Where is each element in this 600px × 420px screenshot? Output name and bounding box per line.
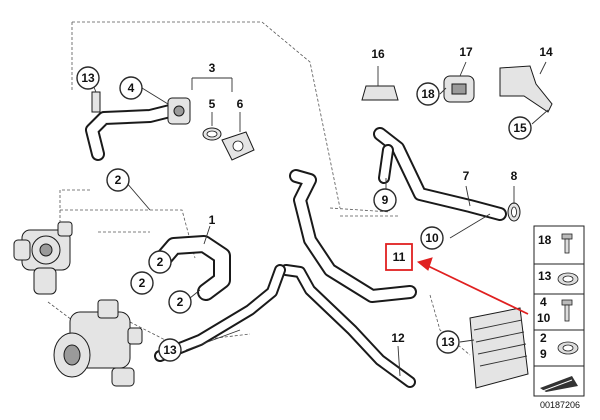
hose-9-long xyxy=(289,169,417,303)
hose-11 xyxy=(280,264,416,388)
highlight-group xyxy=(385,243,529,315)
leader-lines xyxy=(89,61,549,377)
callout-2a: 2 xyxy=(106,168,130,192)
coolant-pump xyxy=(13,221,73,295)
legend-row2-label: 13 xyxy=(538,269,552,283)
callout-2c: 2 xyxy=(130,271,154,295)
callout-7: 7 xyxy=(463,169,470,183)
callout-3: 3 xyxy=(209,61,216,75)
callout-13a-label: 13 xyxy=(81,71,95,85)
callout-12: 12 xyxy=(391,331,405,345)
callout-1: 1 xyxy=(209,213,216,227)
callout-13b-label: 13 xyxy=(163,343,177,357)
callout-15-label: 15 xyxy=(513,121,527,135)
callout-18: 18 xyxy=(416,82,440,106)
callout-16: 16 xyxy=(371,47,385,61)
o-ring-8 xyxy=(507,202,521,222)
highlight-arrow-head xyxy=(416,257,433,271)
callout-7-label: 7 xyxy=(463,169,470,183)
hose-7 xyxy=(373,127,507,221)
callout-6: 6 xyxy=(237,97,244,111)
legend-row4b-label: 9 xyxy=(540,347,547,361)
callout-4-label: 4 xyxy=(128,81,135,95)
callout-17-label: 17 xyxy=(459,45,473,59)
hose-clamp-icon xyxy=(557,272,579,286)
diagram-id: 00187206 xyxy=(540,400,580,410)
highlight-arrow-line xyxy=(427,265,529,315)
callout-3-label: 3 xyxy=(209,61,216,75)
legend-row3a-label: 4 xyxy=(540,295,547,309)
seal-ring-5 xyxy=(202,127,222,141)
callout-2d: 2 xyxy=(168,290,192,314)
spring-clamp-icon xyxy=(557,341,579,355)
callout-2c-label: 2 xyxy=(139,276,146,290)
callout-13a: 13 xyxy=(76,66,100,90)
legend-row4a-label: 2 xyxy=(540,331,547,345)
direction-arrow-icon xyxy=(539,376,578,393)
callout-11: 11 xyxy=(393,250,406,264)
callout-13c: 13 xyxy=(436,330,460,354)
callout-6-label: 6 xyxy=(237,97,244,111)
clamp-17-18 xyxy=(443,75,475,103)
hose-1 xyxy=(153,235,231,301)
callout-14-label: 14 xyxy=(539,45,553,59)
callout-8: 8 xyxy=(511,169,518,183)
callout-2a-label: 2 xyxy=(115,173,122,187)
hose-12 xyxy=(154,264,286,362)
callout-11-label: 11 xyxy=(393,250,406,264)
hardware-legend: 18 13 4 10 2 9 xyxy=(533,225,585,397)
callout-13b: 13 xyxy=(158,338,182,362)
callout-8-label: 8 xyxy=(511,169,518,183)
callout-5-label: 5 xyxy=(209,97,216,111)
dashed-group-outlines xyxy=(47,21,471,356)
clamp-16 xyxy=(361,85,399,101)
callout-1-label: 1 xyxy=(209,213,216,227)
hose-4 xyxy=(85,91,191,161)
electric-water-pump xyxy=(53,299,143,387)
callout-14: 14 xyxy=(539,45,553,59)
legend-row3b-label: 10 xyxy=(537,311,551,325)
callout-2d-label: 2 xyxy=(177,295,184,309)
callout-2b: 2 xyxy=(148,250,172,274)
highlight-box-11 xyxy=(385,243,413,271)
bolt-icon xyxy=(561,233,573,254)
callout-16-label: 16 xyxy=(371,47,385,61)
legend-row1-label: 18 xyxy=(538,233,552,247)
callout-13c-label: 13 xyxy=(441,335,455,349)
callout-4: 4 xyxy=(119,76,143,100)
bracket-14 xyxy=(499,65,553,113)
callout-17: 17 xyxy=(459,45,473,59)
callout-9-label: 9 xyxy=(382,193,389,207)
callout-10: 10 xyxy=(420,226,444,250)
callout-12-label: 12 xyxy=(391,331,405,345)
callout-9: 9 xyxy=(373,188,397,212)
callout-15: 15 xyxy=(508,116,532,140)
callout-10-label: 10 xyxy=(425,231,439,245)
callout-5: 5 xyxy=(209,97,216,111)
screw-icon xyxy=(561,299,573,322)
callout-2b-label: 2 xyxy=(157,255,164,269)
callout-18-label: 18 xyxy=(421,87,435,101)
oil-cooler xyxy=(469,307,529,389)
gasket-6 xyxy=(221,131,255,161)
